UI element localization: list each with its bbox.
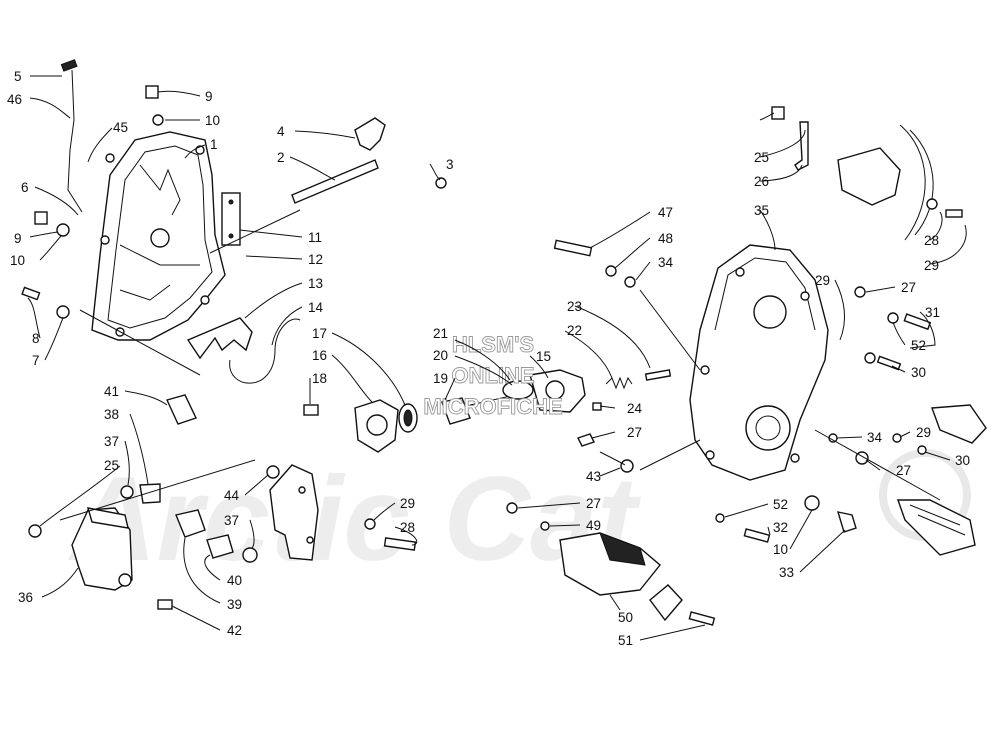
callout-15: 15 <box>536 349 551 364</box>
callout-10-side: 10 <box>10 253 25 268</box>
callout-30-top: 30 <box>911 365 926 380</box>
callout-30-bottom: 30 <box>955 453 970 468</box>
callout-5: 5 <box>14 69 22 84</box>
callout-27-center: 27 <box>627 425 642 440</box>
callout-33: 33 <box>779 565 794 580</box>
callout-16: 16 <box>312 348 327 363</box>
callout-32: 32 <box>773 520 788 535</box>
callout-27-right-top: 27 <box>901 280 916 295</box>
callout-35: 35 <box>754 203 769 218</box>
callout-1: 1 <box>210 137 218 152</box>
callout-28-right: 28 <box>924 233 939 248</box>
callout-34-top: 34 <box>658 255 674 270</box>
callout-4: 4 <box>277 124 285 139</box>
callout-49: 49 <box>586 518 601 533</box>
callout-17: 17 <box>312 326 327 341</box>
background-logo-watermark: Arctic Cat <box>67 449 971 586</box>
callout-52-bottom: 52 <box>773 497 788 512</box>
callout-12: 12 <box>308 252 323 267</box>
callout-23: 23 <box>567 299 582 314</box>
callout-22: 22 <box>567 323 582 338</box>
callout-29-mid: 29 <box>815 273 830 288</box>
watermark-logo-mark: Arctic Cat <box>67 452 642 586</box>
callout-27-right-bottom: 27 <box>896 463 911 478</box>
callout-34-bottom: 34 <box>867 430 883 445</box>
callout-11: 11 <box>308 230 322 245</box>
callout-26: 26 <box>754 174 769 189</box>
gear-case-assembly <box>553 106 987 556</box>
lower-mount-assembly <box>28 394 417 610</box>
callout-13: 13 <box>308 276 323 291</box>
callout-43: 43 <box>586 469 601 484</box>
callout-29-bottom: 29 <box>400 496 415 511</box>
callout-labels: 5 46 45 1 9 10 6 9 10 8 7 4 2 3 11 12 13… <box>7 69 970 648</box>
callout-41: 41 <box>104 384 119 399</box>
callout-9-top: 9 <box>205 89 213 104</box>
callout-39: 39 <box>227 597 242 612</box>
callout-25-left: 25 <box>104 458 119 473</box>
callout-14: 14 <box>308 300 324 315</box>
callout-28-bottom: 28 <box>400 520 415 535</box>
callout-47: 47 <box>658 205 673 220</box>
callout-25-right: 25 <box>754 150 769 165</box>
callout-9-side: 9 <box>14 231 22 246</box>
callout-37-left: 37 <box>104 434 119 449</box>
callout-18: 18 <box>312 371 327 386</box>
callout-36: 36 <box>18 590 33 605</box>
pump-assembly <box>303 369 672 473</box>
center-watermark: HLSM'S ONLINE MICROFICHE <box>423 332 563 420</box>
callout-7: 7 <box>32 353 40 368</box>
callout-10-right: 10 <box>773 542 788 557</box>
callout-29-right-bottom: 29 <box>916 425 931 440</box>
callout-37-right: 37 <box>224 513 239 528</box>
callout-48: 48 <box>658 231 673 246</box>
callout-24: 24 <box>627 401 643 416</box>
callout-50: 50 <box>618 610 633 625</box>
callout-10-top: 10 <box>205 113 220 128</box>
callout-8: 8 <box>32 331 40 346</box>
watermark-line-3: MICROFICHE <box>423 394 562 419</box>
callout-27-bottom: 27 <box>586 496 601 511</box>
callout-31: 31 <box>925 305 940 320</box>
callout-51: 51 <box>618 633 633 648</box>
callout-45: 45 <box>113 120 128 135</box>
callout-52-top: 52 <box>911 338 926 353</box>
callout-3: 3 <box>446 157 454 172</box>
callout-6: 6 <box>21 180 29 195</box>
callout-40: 40 <box>227 573 242 588</box>
callout-29-right-top: 29 <box>924 258 939 273</box>
callout-19: 19 <box>433 371 448 386</box>
callout-20: 20 <box>433 348 448 363</box>
watermark-line-2: ONLINE <box>451 363 534 388</box>
sensor-assembly <box>506 502 716 626</box>
callout-42: 42 <box>227 623 242 638</box>
callout-38: 38 <box>104 407 119 422</box>
callout-44: 44 <box>224 488 240 503</box>
callout-46: 46 <box>7 92 22 107</box>
callout-2: 2 <box>277 150 285 165</box>
callout-leaders <box>27 75 967 641</box>
callout-21: 21 <box>433 326 448 341</box>
chaincase-cover-assembly <box>21 59 447 384</box>
